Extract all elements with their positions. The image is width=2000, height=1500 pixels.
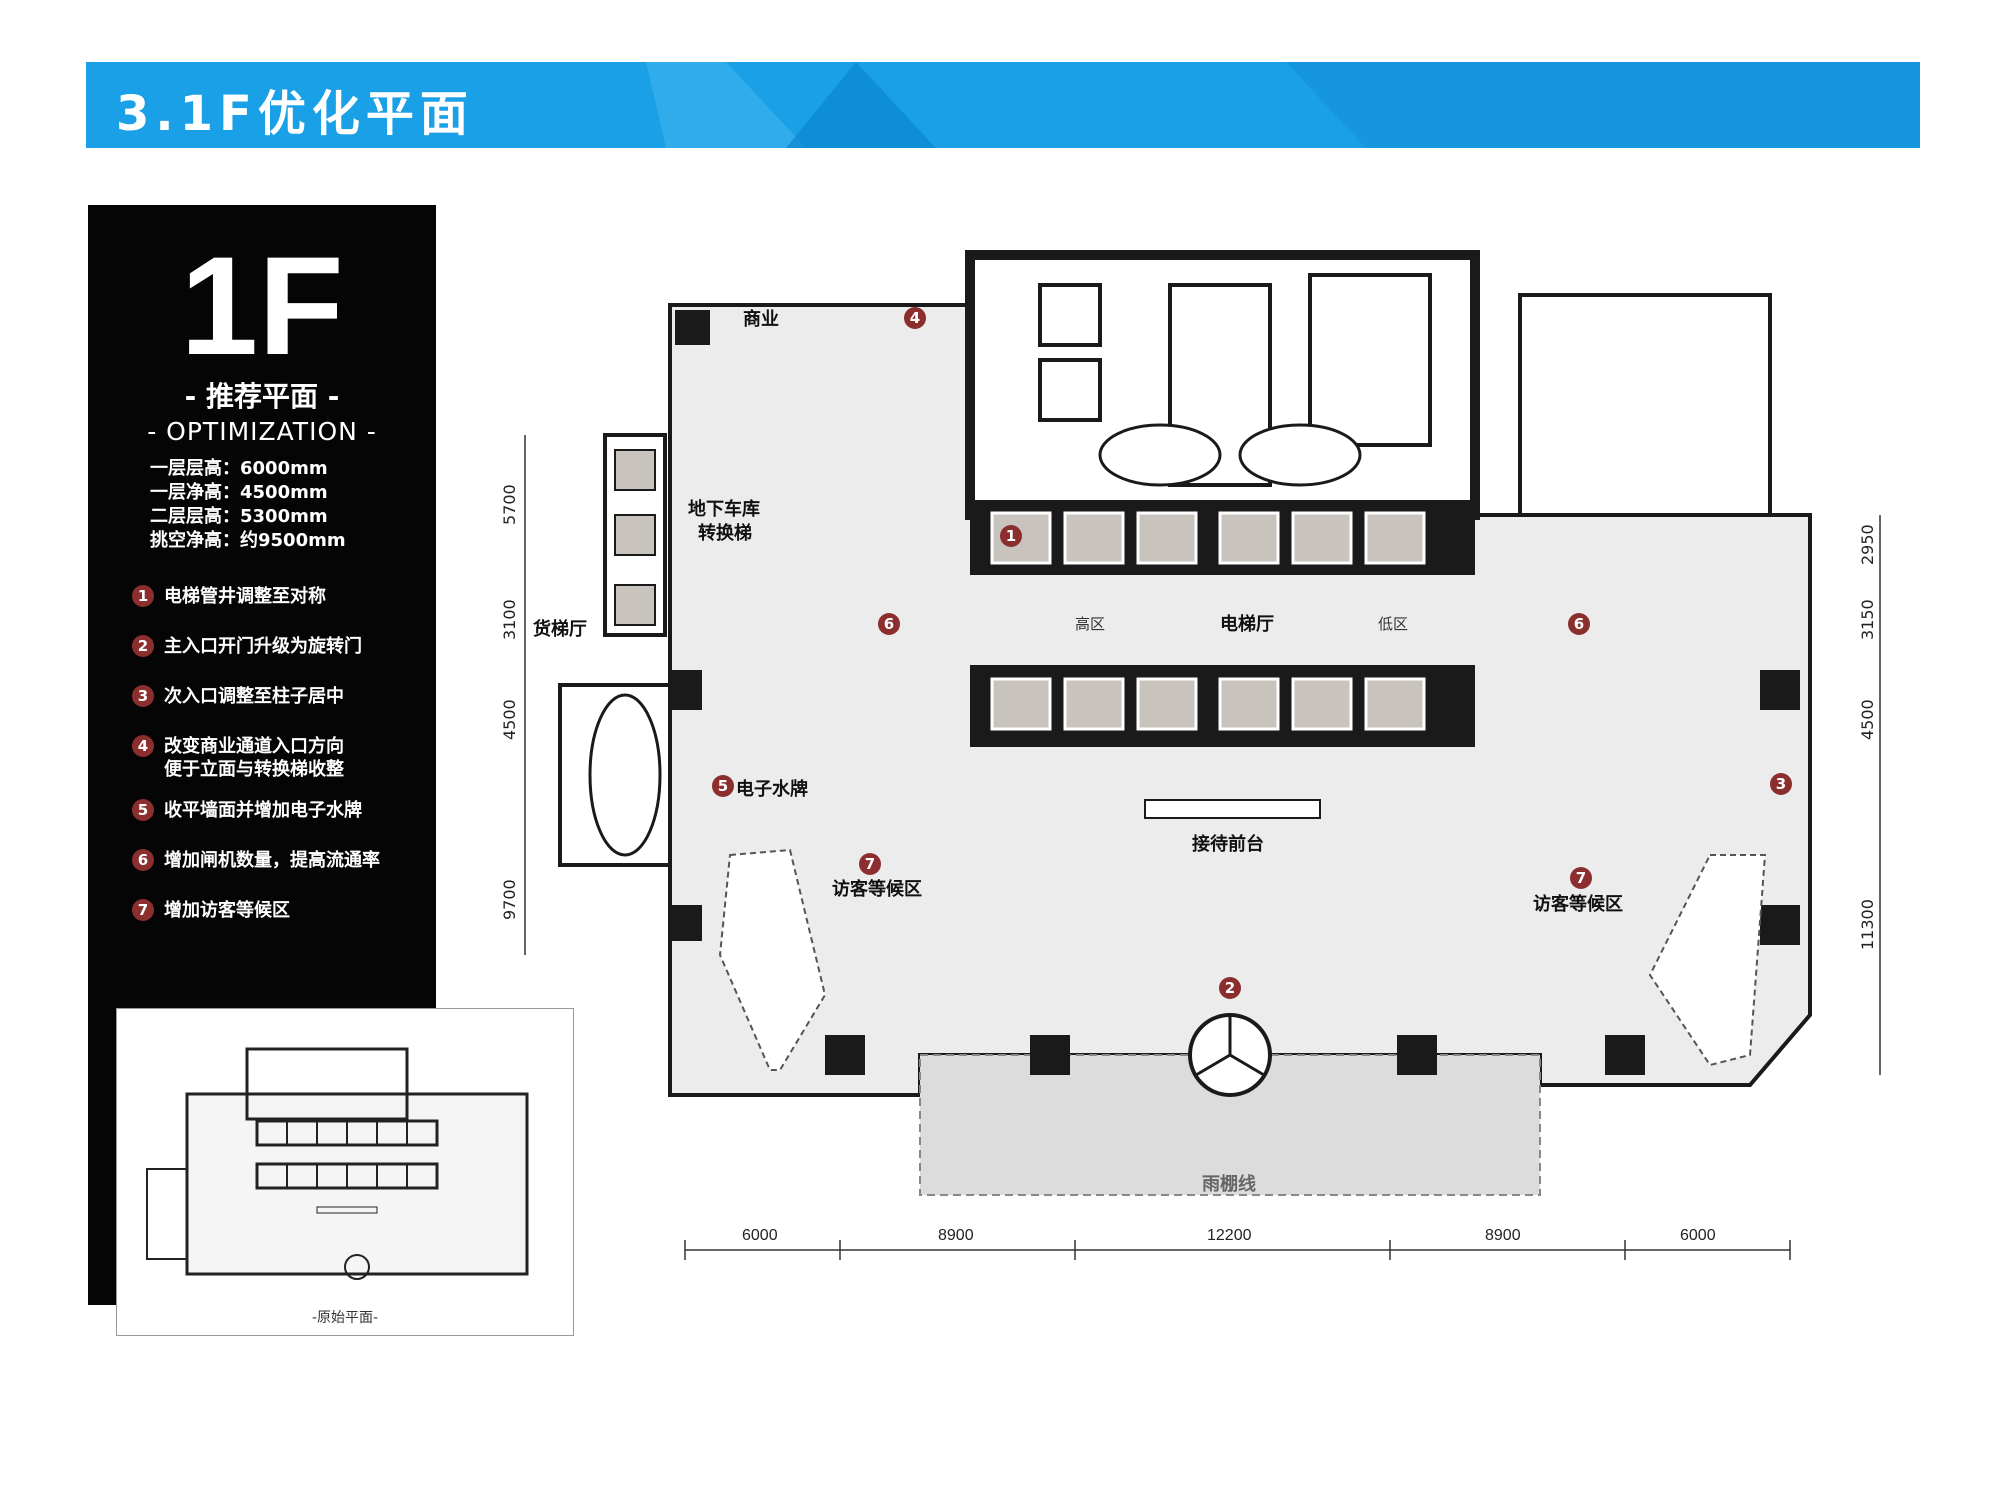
dim-bottom: 8900 (938, 1227, 974, 1244)
label-waiting-right: 访客等候区 (1533, 894, 1623, 915)
dim-left: 4500 (500, 699, 519, 740)
note-number: 7 (132, 899, 154, 921)
label-commercial: 商业 (743, 309, 779, 330)
note-text-line2: 便于立面与转换梯收整 (164, 759, 344, 780)
label-garage: 地下车库 (688, 499, 760, 520)
label-sign: 电子水牌 (736, 779, 808, 800)
dim-right: 11300 (1858, 899, 1877, 950)
note-item: 4 改变商业通道入口方向便于立面与转换梯收整 (132, 735, 380, 799)
label-low-zone: 低区 (1378, 615, 1409, 633)
marker-7-left: 7 (859, 853, 881, 875)
note-number: 5 (132, 799, 154, 821)
label-transfer: 转换梯 (698, 523, 752, 544)
note-text: 改变商业通道入口方向 (164, 736, 344, 757)
page-title: 3.1F优化平面 (116, 86, 474, 142)
spec-item: 一层净高：4500mm (150, 482, 328, 503)
note-item: 6 增加闸机数量，提高流通率 (132, 849, 380, 899)
marker-2: 2 (1219, 977, 1241, 999)
note-text: 增加闸机数量，提高流通率 (164, 850, 380, 871)
floor-plan: 商业 地下车库 转换梯 货梯厅 电梯厅 高区 低区 电子水牌 接待前台 访客等候… (480, 215, 1900, 1299)
thumbnail-caption: -原始平面- (311, 1310, 379, 1326)
note-number: 2 (132, 635, 154, 657)
marker-3: 3 (1770, 773, 1792, 795)
note-item: 3 次入口调整至柱子居中 (132, 685, 380, 735)
marker-5: 5 (712, 775, 734, 797)
label-freight: 货梯厅 (533, 619, 587, 640)
note-item: 5 收平墙面并增加电子水牌 (132, 799, 380, 849)
original-plan-drawing (146, 1047, 529, 1280)
dim-left: 5700 (500, 484, 519, 525)
note-number: 4 (132, 735, 154, 757)
banner-decor (646, 62, 1920, 148)
floor-label: 1F (180, 227, 344, 384)
spec-list: 一层层高：6000mm 一层净高：4500mm 二层层高：5300mm 挑空净高… (150, 457, 346, 553)
dim-left: 9700 (500, 879, 519, 920)
info-panel: 1F - 推荐平面 - - OPTIMIZATION - 一层层高：6000mm… (88, 205, 436, 1305)
marker-4: 4 (904, 307, 926, 329)
marker-6-left: 6 (878, 613, 900, 635)
note-number: 6 (132, 849, 154, 871)
spec-item: 一层层高：6000mm (150, 458, 328, 479)
dim-bottom: 12200 (1207, 1227, 1252, 1244)
note-text: 次入口调整至柱子居中 (164, 686, 344, 707)
note-list: 1 电梯管井调整至对称 2 主入口开门升级为旋转门 3 次入口调整至柱子居中 4 改变商… (132, 585, 380, 949)
dim-bottom: 6000 (742, 1227, 778, 1244)
spec-item: 二层层高：5300mm (150, 506, 328, 527)
label-high-zone: 高区 (1075, 615, 1106, 633)
label-lobby: 电梯厅 (1220, 614, 1274, 635)
note-number: 1 (132, 585, 154, 607)
note-text: 增加访客等候区 (164, 900, 290, 921)
header-banner: 3.1F优化平面 (86, 62, 1920, 148)
dim-right: 3150 (1858, 599, 1877, 640)
dim-bottom: 8900 (1485, 1227, 1521, 1244)
subtitle-en: - OPTIMIZATION - (147, 417, 377, 446)
label-canopy: 雨棚线 (1202, 1174, 1256, 1195)
note-text: 电梯管井调整至对称 (164, 586, 326, 607)
dim-bottom: 6000 (1680, 1227, 1716, 1244)
note-item: 1 电梯管井调整至对称 (132, 585, 380, 635)
note-text: 收平墙面并增加电子水牌 (164, 800, 362, 821)
spec-item: 挑空净高：约9500mm (150, 530, 346, 551)
dim-left: 3100 (500, 599, 519, 640)
note-number: 3 (132, 685, 154, 707)
marker-6-right: 6 (1568, 613, 1590, 635)
label-reception: 接待前台 (1192, 834, 1264, 855)
marker-7-right: 7 (1570, 867, 1592, 889)
original-plan-thumbnail: -原始平面- (116, 1008, 574, 1336)
marker-1: 1 (1000, 525, 1022, 547)
note-item: 2 主入口开门升级为旋转门 (132, 635, 380, 685)
dim-right: 4500 (1858, 699, 1877, 740)
floor-plan-drawing (524, 250, 1881, 1260)
note-item: 7 增加访客等候区 (132, 899, 380, 949)
subtitle-cn: - 推荐平面 - (184, 380, 340, 413)
label-waiting-left: 访客等候区 (832, 879, 922, 900)
note-text: 主入口开门升级为旋转门 (164, 636, 362, 657)
dim-right: 2950 (1858, 524, 1877, 565)
